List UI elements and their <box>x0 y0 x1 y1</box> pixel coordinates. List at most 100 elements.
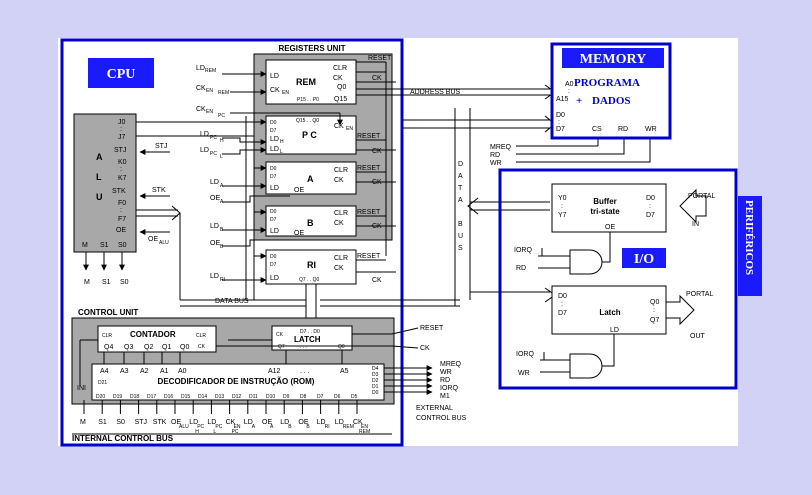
cpu-label-box <box>88 58 154 88</box>
svg-text:A15: A15 <box>556 96 569 103</box>
svg-text:CK: CK <box>270 87 280 94</box>
cpu-border <box>60 38 404 447</box>
svg-text:D0: D0 <box>270 254 277 260</box>
alu-m-out: M <box>84 279 90 286</box>
svg-text:STJ: STJ <box>114 147 126 154</box>
bottom-signal-sub: PC <box>197 424 204 430</box>
cu-reset-line <box>391 327 419 335</box>
cu-out-iorq: IORQ <box>440 385 458 392</box>
svg-text:Q15: Q15 <box>334 96 347 103</box>
svg-text:B: B <box>307 218 314 228</box>
svg-text:LD: LD <box>270 73 279 80</box>
svg-text:. . .: . . . <box>300 368 310 375</box>
bottom-signal-sub: B <box>288 424 292 430</box>
alu-stj-label: STJ <box>155 143 167 150</box>
bottom-signal-label: LD <box>280 419 289 426</box>
svg-text:L: L <box>96 172 102 182</box>
bottom-signal-sub2: PC <box>232 429 239 435</box>
svg-text:CONTADOR: CONTADOR <box>130 330 176 339</box>
portal-out-label: PORTAL <box>686 291 713 298</box>
svg-text:LD: LD <box>200 131 209 138</box>
svg-text::: : <box>120 166 122 173</box>
rom-decoder: DECODIFICADOR DE INSTRUÇÃO (ROM) A4 A3 A… <box>91 363 385 401</box>
svg-text:A0: A0 <box>178 368 187 375</box>
registers-unit-title: REGISTERS UNIT <box>278 44 345 53</box>
svg-text:Q7: Q7 <box>650 317 659 324</box>
svg-text:A0: A0 <box>565 81 574 88</box>
svg-text:M: M <box>82 242 88 249</box>
bottom-signal-sub2: L <box>213 429 216 435</box>
svg-text::: : <box>653 307 655 314</box>
svg-text:Q2: Q2 <box>144 344 153 351</box>
svg-text:RD: RD <box>618 126 628 133</box>
bottom-signal-sub: B <box>306 424 310 430</box>
register-signal-lines <box>222 61 396 283</box>
svg-text:LD: LD <box>270 146 279 153</box>
svg-text:D11: D11 <box>249 394 258 400</box>
bottom-signal-sub: REM <box>343 424 354 430</box>
svg-text:D15: D15 <box>181 394 190 400</box>
svg-text:+: + <box>576 95 582 107</box>
svg-text:D7: D7 <box>270 262 277 268</box>
alu-s1-out: S1 <box>102 279 111 286</box>
bottom-signal-label: LD <box>335 419 344 426</box>
svg-text:Q0: Q0 <box>650 299 659 306</box>
svg-text:OE: OE <box>116 227 126 234</box>
svg-text:D13: D13 <box>215 394 224 400</box>
svg-text:CK: CK <box>372 148 382 155</box>
svg-text::: : <box>649 203 651 210</box>
svg-text:LD: LD <box>270 275 279 282</box>
svg-text::: : <box>561 203 563 210</box>
portal-in-label: PORTAL <box>688 193 715 200</box>
svg-text:CK: CK <box>372 75 382 82</box>
control-unit-wiring <box>79 333 392 386</box>
mem-ctrl-rd: RD <box>490 152 500 159</box>
svg-text:tri-state: tri-state <box>590 207 620 216</box>
out-label: OUT <box>690 333 706 340</box>
bottom-signal-label: S1 <box>98 419 107 426</box>
svg-text:A: A <box>96 152 103 162</box>
svg-text:CK: CK <box>196 85 206 92</box>
bottom-signal-label: OE <box>298 419 308 426</box>
svg-text:A: A <box>458 197 463 204</box>
svg-text:D: D <box>458 161 463 168</box>
svg-text:CK: CK <box>276 332 284 338</box>
contador: CONTADOR CLR CLR CK Q4 Q3 Q2 Q1 Q0 <box>97 325 217 353</box>
bottom-signal-sub2: H <box>195 429 199 435</box>
svg-text:F7: F7 <box>118 216 126 223</box>
svg-text:CLR: CLR <box>102 333 112 339</box>
svg-text:RESET: RESET <box>357 165 381 172</box>
svg-text:D0: D0 <box>270 166 277 172</box>
external-data-bus <box>402 108 556 306</box>
svg-text:Q0: Q0 <box>180 344 189 351</box>
svg-text:D18: D18 <box>130 394 139 400</box>
svg-text:Q1: Q1 <box>162 344 171 351</box>
svg-text:D9: D9 <box>283 394 290 400</box>
portal-out-arrow <box>665 294 695 326</box>
rom-right-outputs <box>384 365 433 395</box>
alu-s0-out: S0 <box>120 279 129 286</box>
svg-text:Buffer: Buffer <box>593 197 617 206</box>
svg-text:OE: OE <box>294 230 304 237</box>
svg-text:WR: WR <box>645 126 657 133</box>
svg-text:S: S <box>458 245 463 252</box>
svg-text:U: U <box>96 192 103 202</box>
svg-text:LD: LD <box>610 327 619 334</box>
bottom-signal-label: LD <box>244 419 253 426</box>
svg-text:DECODIFICADOR DE INSTRUÇÃO (RO: DECODIFICADOR DE INSTRUÇÃO (ROM) <box>158 377 315 386</box>
svg-text:RESET: RESET <box>357 253 381 260</box>
svg-text:EN: EN <box>282 90 289 96</box>
svg-text:P C: P C <box>302 130 317 140</box>
register-a: A D0 D7 CLR CK LD OE RESET CK <box>265 161 382 195</box>
svg-text:L: L <box>280 149 283 155</box>
svg-text:CK: CK <box>334 177 344 184</box>
svg-text::: : <box>568 88 570 95</box>
svg-text:LATCH: LATCH <box>294 335 321 344</box>
svg-text:Y7: Y7 <box>558 212 567 219</box>
io-iorq-2: IORQ <box>516 351 534 358</box>
svg-text:LD: LD <box>200 147 209 154</box>
svg-text:LD: LD <box>270 185 279 192</box>
svg-text:J0: J0 <box>118 119 126 126</box>
